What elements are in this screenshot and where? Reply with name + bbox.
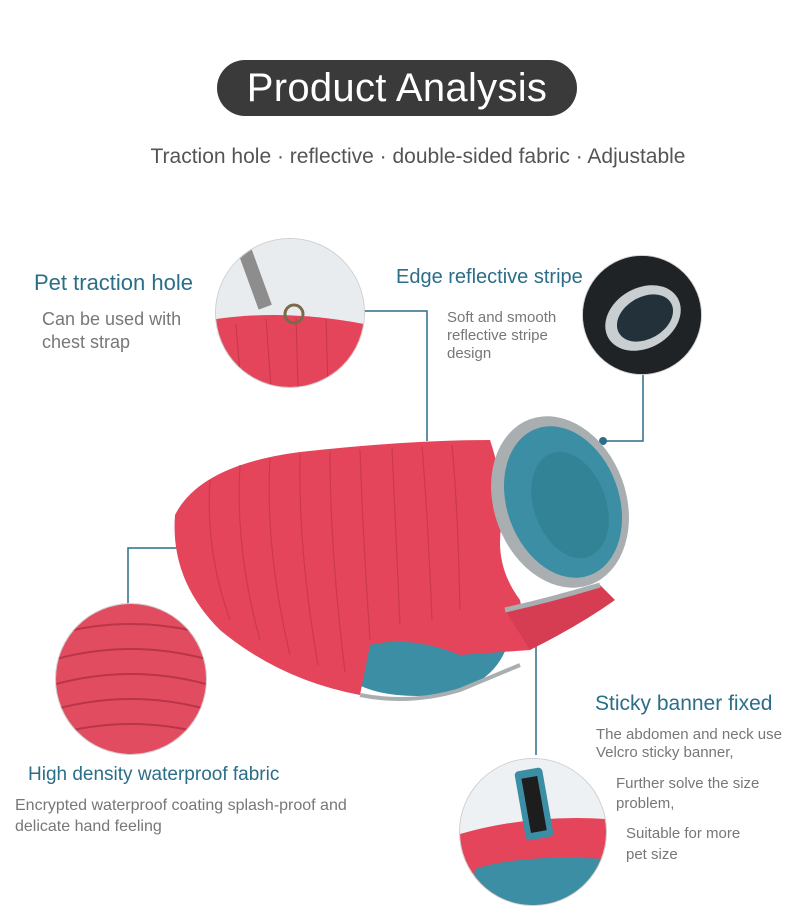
- traction-desc-1: Can be used with: [42, 309, 182, 329]
- reflective-stripe-closeup: [582, 255, 702, 375]
- reflective-desc-3: design: [447, 345, 492, 362]
- fabric-desc-2: delicate hand feeling: [15, 818, 162, 835]
- velcro-desc-4: problem,: [616, 795, 675, 812]
- velcro-desc-5: Suitable for more: [626, 825, 741, 842]
- fabric-title: High density waterproof fabric: [28, 764, 280, 785]
- traction-title: Pet traction hole: [34, 270, 193, 295]
- velcro-desc-1: The abdomen and neck use: [596, 726, 782, 743]
- reflective-desc-2: reflective stripe: [447, 327, 548, 344]
- fabric-desc-1: Encrypted waterproof coating splash-proo…: [15, 797, 347, 814]
- reflective-title: Edge reflective stripe: [396, 266, 583, 288]
- velcro-title: Sticky banner fixed: [595, 692, 773, 715]
- reflective-connector-line: [603, 368, 644, 442]
- velcro-desc-2: Velcro sticky banner,: [596, 744, 734, 761]
- velcro-desc-3: Further solve the size: [616, 775, 760, 792]
- reflective-desc-1: Soft and smooth: [447, 309, 557, 326]
- velcro-closeup: [459, 758, 607, 906]
- fabric-closeup: [55, 603, 207, 755]
- traction-desc-2: chest strap: [42, 332, 131, 352]
- dog-coat-image: [174, 416, 629, 701]
- reflective-dot: [599, 437, 607, 445]
- page-title: Product Analysis: [217, 60, 577, 116]
- page-subtitle: Traction hole · reflective · double-side…: [150, 145, 686, 168]
- traction-connector-line: [345, 310, 428, 441]
- velcro-desc-6: pet size: [626, 846, 678, 863]
- traction-hole-closeup: [215, 238, 365, 388]
